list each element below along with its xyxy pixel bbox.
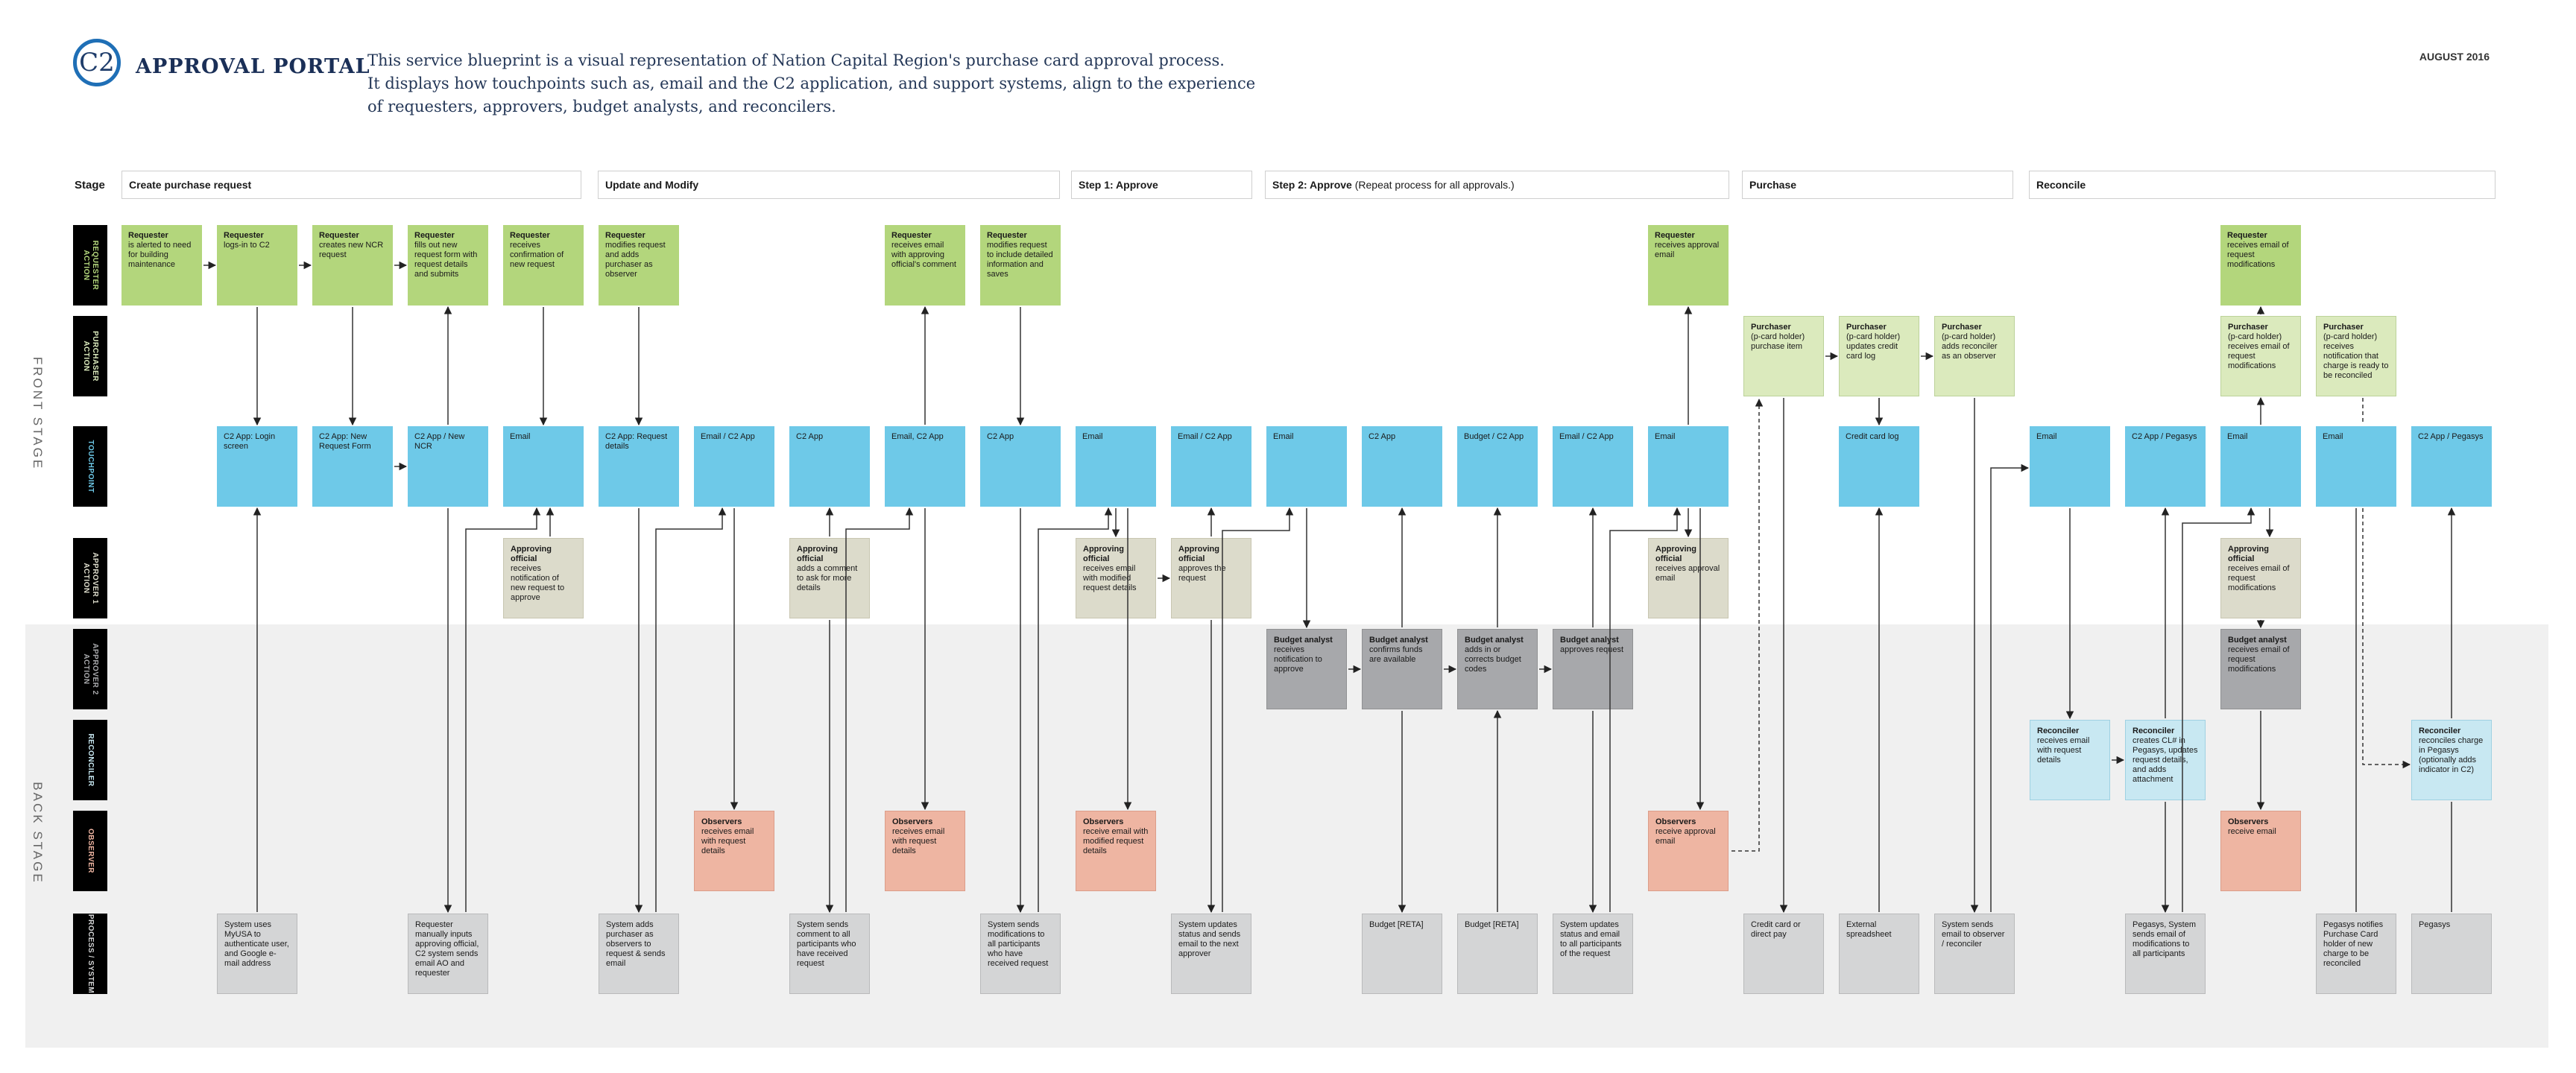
- stage-row-label: Stage: [75, 179, 105, 192]
- touchpoint-card: C2 App / Pegasys: [2125, 426, 2206, 507]
- description-line: This service blueprint is a visual repre…: [367, 51, 1225, 69]
- system-card: Credit card or direct pay: [1743, 914, 1824, 994]
- lane-reconciler: RECONCILER: [73, 720, 107, 800]
- system-card: System sends modifications to all partic…: [980, 914, 1061, 994]
- touchpoint-card: Email / C2 App: [694, 426, 774, 507]
- system-card: System adds purchaser as observers to re…: [599, 914, 679, 994]
- touchpoint-card: C2 App: [789, 426, 870, 507]
- purchaser-card: Purchaser(p-card holder) receives email …: [2220, 316, 2301, 396]
- lane-requester-action: REQUESTER ACTION: [73, 225, 107, 306]
- touchpoint-card: C2 App: Login screen: [217, 426, 297, 507]
- system-card: Pegasys notifies Purchase Card holder of…: [2316, 914, 2396, 994]
- lane-approver1-action: APPROVER 1 ACTION: [73, 538, 107, 618]
- lane-approver2-action: APPROVER 2 ACTION: [73, 629, 107, 709]
- touchpoint-card: Credit card log: [1839, 426, 1919, 507]
- page-title: APPROVAL PORTAL: [136, 55, 370, 78]
- stage-purchase: Purchase: [1742, 171, 2013, 199]
- lane-observer: OBSERVER: [73, 811, 107, 891]
- system-card: System updates status and sends email to…: [1171, 914, 1251, 994]
- touchpoint-card: Email: [503, 426, 584, 507]
- lane-purchaser-action: PURCHASER ACTION: [73, 316, 107, 396]
- purchaser-card: Purchaser(p-card holder) updates credit …: [1839, 316, 1919, 396]
- touchpoint-card: Budget / C2 App: [1457, 426, 1538, 507]
- system-card: Requester manually inputs approving offi…: [408, 914, 488, 994]
- description-line: It displays how touchpoints such as, ema…: [367, 75, 1256, 92]
- touchpoint-card: Email: [1266, 426, 1347, 507]
- system-card: Budget [RETA]: [1457, 914, 1538, 994]
- purchaser-card: Purchaser(p-card holder) receives notifi…: [2316, 316, 2396, 396]
- stage-create-request: Create purchase request: [121, 171, 581, 199]
- touchpoint-card: C2 App: Request details: [599, 426, 679, 507]
- touchpoint-card: C2 App: New Request Form: [312, 426, 393, 507]
- touchpoint-card: Email: [2030, 426, 2110, 507]
- stage-step1-approve: Step 1: Approve: [1071, 171, 1252, 199]
- date-label: AUGUST 2016: [2419, 51, 2490, 63]
- touchpoint-card: C2 App: [980, 426, 1061, 507]
- touchpoint-card: Email / C2 App: [1171, 426, 1251, 507]
- touchpoint-card: Email: [2220, 426, 2301, 507]
- lane-touchpoint: TOUCHPOINT: [73, 426, 107, 507]
- page-description: This service blueprint is a visual repre…: [367, 49, 1262, 118]
- touchpoint-card: C2 App: [1362, 426, 1442, 507]
- stage-step2-approve: Step 2: Approve (Repeat process for all …: [1265, 171, 1729, 199]
- system-card: System sends email to observer / reconci…: [1934, 914, 2015, 994]
- system-card: Budget [RETA]: [1362, 914, 1442, 994]
- system-card: Pegasys: [2411, 914, 2492, 994]
- purchaser-card: Purchaser(p-card holder) adds reconciler…: [1934, 316, 2015, 396]
- purchaser-card: Purchaser(p-card holder) purchase item: [1743, 316, 1824, 396]
- stage-reconcile: Reconcile: [2029, 171, 2496, 199]
- system-card: System updates status and email to all p…: [1553, 914, 1633, 994]
- touchpoint-card: C2 App / New NCR: [408, 426, 488, 507]
- c2-logo: C2: [73, 39, 121, 86]
- touchpoint-card: Email: [1076, 426, 1156, 507]
- system-card: System sends comment to all participants…: [789, 914, 870, 994]
- touchpoint-card: Email, C2 App: [885, 426, 965, 507]
- touchpoint-card: Email: [1648, 426, 1729, 507]
- lane-process-system: PROCESS / SYSTEM: [73, 914, 107, 994]
- touchpoint-card: Email / C2 App: [1553, 426, 1633, 507]
- system-card: External spreadsheet: [1839, 914, 1919, 994]
- touchpoint-card: C2 App / Pegasys: [2411, 426, 2492, 507]
- description-line: of requesters, approvers, budget analyst…: [367, 98, 836, 115]
- system-card: Pegasys, System sends email of modificat…: [2125, 914, 2206, 994]
- touchpoint-card: Email: [2316, 426, 2396, 507]
- stage-update-modify: Update and Modify: [598, 171, 1060, 199]
- system-card: System uses MyUSA to authenticate user, …: [217, 914, 297, 994]
